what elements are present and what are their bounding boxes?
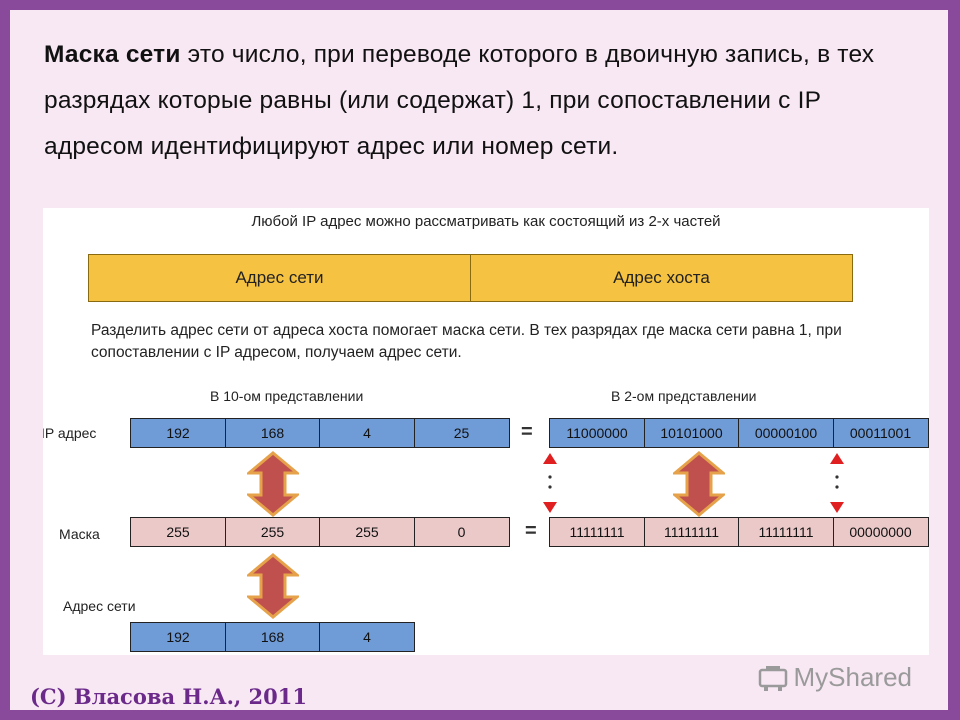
address-parts: Адрес сети Адрес хоста (88, 254, 853, 302)
brand-name: MyShared (793, 662, 913, 692)
intro-definition: это число, при переводе которого в двоич… (44, 41, 875, 160)
projector-icon (758, 665, 787, 691)
network-decimal-octet: 168 (224, 622, 321, 652)
dotted-arrow-icon (830, 453, 844, 513)
binary-heading: В 2-ом представлении (611, 388, 757, 404)
ip-binary-octet: 00000100 (738, 418, 834, 448)
network-decimal-octet: 4 (319, 622, 415, 652)
network-decimal-row: 192 168 4 (130, 622, 415, 652)
ip-decimal-octet: 25 (413, 418, 510, 448)
mask-decimal-octet: 255 (224, 517, 321, 547)
mask-decimal-octet: 255 (319, 517, 415, 547)
mask-binary-octet: 11111111 (549, 517, 645, 547)
author-credit: (С) Власова Н.А., 2011 (30, 684, 307, 709)
ip-binary-octet: 11000000 (549, 418, 645, 448)
intro-term: Маска сети (44, 41, 181, 68)
part-host: Адрес хоста (613, 268, 710, 287)
ip-decimal-octet: 4 (319, 418, 415, 448)
intro-text: Маска сети это число, при переводе котор… (44, 32, 924, 170)
figure-title: Любой IP адрес можно рассматривать как с… (251, 213, 721, 230)
mask-binary-octet: 11111111 (738, 517, 834, 547)
double-arrow-icon (247, 451, 299, 517)
ip-decimal-octet: 168 (224, 418, 321, 448)
mask-label: Маска (59, 526, 100, 542)
mask-decimal-octet: 0 (413, 517, 510, 547)
dotted-arrow-icon (543, 453, 557, 513)
ip-binary-row: 11000000 10101000 00000100 00011001 (549, 418, 929, 448)
brand-watermark: MyShared (758, 662, 913, 693)
figure: Любой IP адрес можно рассматривать как с… (43, 208, 929, 655)
ip-label: IP адрес (43, 425, 97, 441)
part-network: Адрес сети (89, 255, 471, 301)
double-arrow-icon (247, 553, 299, 619)
slide: Маска сети это число, при переводе котор… (10, 10, 948, 710)
mask-binary-octet: 00000000 (832, 517, 929, 547)
decimal-heading: В 10-ом представлении (210, 388, 364, 404)
ip-binary-octet: 00011001 (832, 418, 929, 448)
mask-binary-octet: 11111111 (643, 517, 740, 547)
ip-binary-octet: 10101000 (643, 418, 740, 448)
mask-decimal-octet: 255 (130, 517, 226, 547)
equals-sign: = (521, 421, 533, 443)
mask-decimal-row: 255 255 255 0 (130, 517, 510, 547)
mask-binary-row: 11111111 11111111 11111111 00000000 (549, 517, 929, 547)
double-arrow-icon (673, 451, 725, 517)
explain-text: Разделить адрес сети от адреса хоста пом… (91, 322, 842, 361)
ip-decimal-row: 192 168 4 25 (130, 418, 510, 448)
ip-decimal-octet: 192 (130, 418, 226, 448)
equals-sign: = (525, 520, 537, 542)
network-decimal-octet: 192 (130, 622, 226, 652)
network-label: Адрес сети (63, 598, 136, 614)
